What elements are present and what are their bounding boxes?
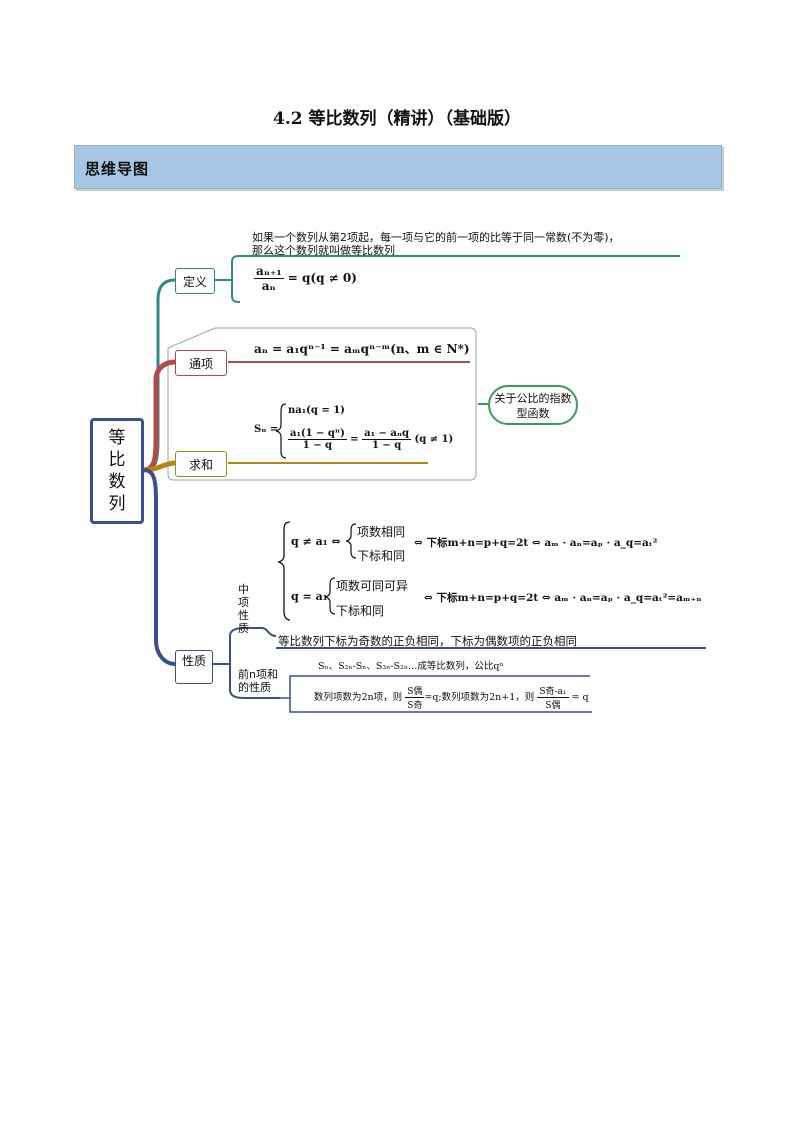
sum-frac1-den: 1 − q <box>302 440 333 451</box>
partial-line2-c: = q <box>571 692 589 703</box>
node-general-term: 通项 <box>175 350 227 376</box>
root-char: 等 <box>108 428 126 448</box>
sum-sn: Sₙ = <box>254 424 279 435</box>
row1-left: q ≠ a₁ ⇔ <box>291 535 341 548</box>
sum-frac2-num: a₁ − aₙq <box>362 428 412 440</box>
partial-line1: Sₙ、S₂ₙ-Sₙ、S₃ₙ-S₂ₙ…成等比数列，公比qⁿ <box>318 661 504 672</box>
definition-text-line2: 那么这个数列就叫做等比数列 <box>252 244 395 257</box>
formula-rest: = q(q ≠ 0) <box>287 271 357 285</box>
general-term-formula: aₙ = a₁qⁿ⁻¹ = aₘqⁿ⁻ᵐ(n、m ∈ N*) <box>254 342 470 356</box>
row2-brace-bottom: 下标和同 <box>336 604 385 618</box>
row2-left: q = a₁ <box>291 590 328 603</box>
formula-denominator: aₙ <box>261 279 276 293</box>
row1-right: ⇔ 下标m+n=p+q=2t ⇔ aₘ · aₙ=aₚ · a_q=aₜ² <box>414 537 658 549</box>
node-definition: 定义 <box>175 268 215 294</box>
branch-definition-line <box>143 278 176 472</box>
root-char: 列 <box>108 494 126 514</box>
partial-frac1-den: S奇 <box>407 701 423 711</box>
sign-note: 等比数列下标为奇数的正负相同，下标为偶数项的正负相同 <box>278 634 577 648</box>
root-char: 数 <box>108 472 126 492</box>
row1-brace-top: 项数相同 <box>357 525 406 539</box>
page-title: 4.2 等比数列（精讲）（基础版） <box>273 109 521 129</box>
sum-frac1-num: a₁(1 − qⁿ) <box>288 428 347 440</box>
root-char: 比 <box>108 450 126 470</box>
partial-line2-a: 数列项数为2n项，则 <box>314 692 403 703</box>
partial-line2: 数列项数为2n项，则 S偶 S奇=q;数列项数为2n+1，则 S奇-a₁ S偶 = … <box>314 684 589 711</box>
root-node: 等 比 数 列 <box>90 418 144 524</box>
definition-text-line1: 如果一个数列从第2项起，每一项与它的前一项的比等于同一常数(不为零)， <box>252 231 620 244</box>
partial-frac1-num: S偶 <box>405 684 425 698</box>
row1-brace-bottom: 下标和同 <box>357 549 406 563</box>
branch-properties-line <box>143 468 176 666</box>
row2-brace-top: 项数可同可异 <box>336 579 409 593</box>
group-box <box>167 327 477 481</box>
partial-line2-b: =q;数列项数为2n+1，则 <box>424 692 535 703</box>
sum-case1: na₁(q = 1) <box>288 405 345 416</box>
section-banner: 思维导图 <box>74 145 722 189</box>
middle-property-label: 中项性质 <box>238 583 249 635</box>
partial-frac2-num: S奇-a₁ <box>537 684 569 698</box>
sum-frac2-den: 1 − q <box>371 440 402 451</box>
node-properties: 性质 <box>175 650 213 684</box>
partial-sum-label: 前n项和的性质 <box>238 668 278 694</box>
partial-frac2-den: S偶 <box>545 701 561 711</box>
formula-numerator: aₙ₊₁ <box>254 264 284 279</box>
node-sum: 求和 <box>175 451 227 477</box>
banner-label: 思维导图 <box>85 160 150 178</box>
sum-eq: = <box>350 434 359 445</box>
row2-right: ⇔ 下标m+n=p+q=2t ⇔ aₘ · aₙ=aₚ · a_q=aₜ²=aₘ… <box>424 592 702 604</box>
callout-exponential: 关于公比的指数型函数 <box>488 385 578 425</box>
sum-cond: (q ≠ 1) <box>414 434 454 445</box>
